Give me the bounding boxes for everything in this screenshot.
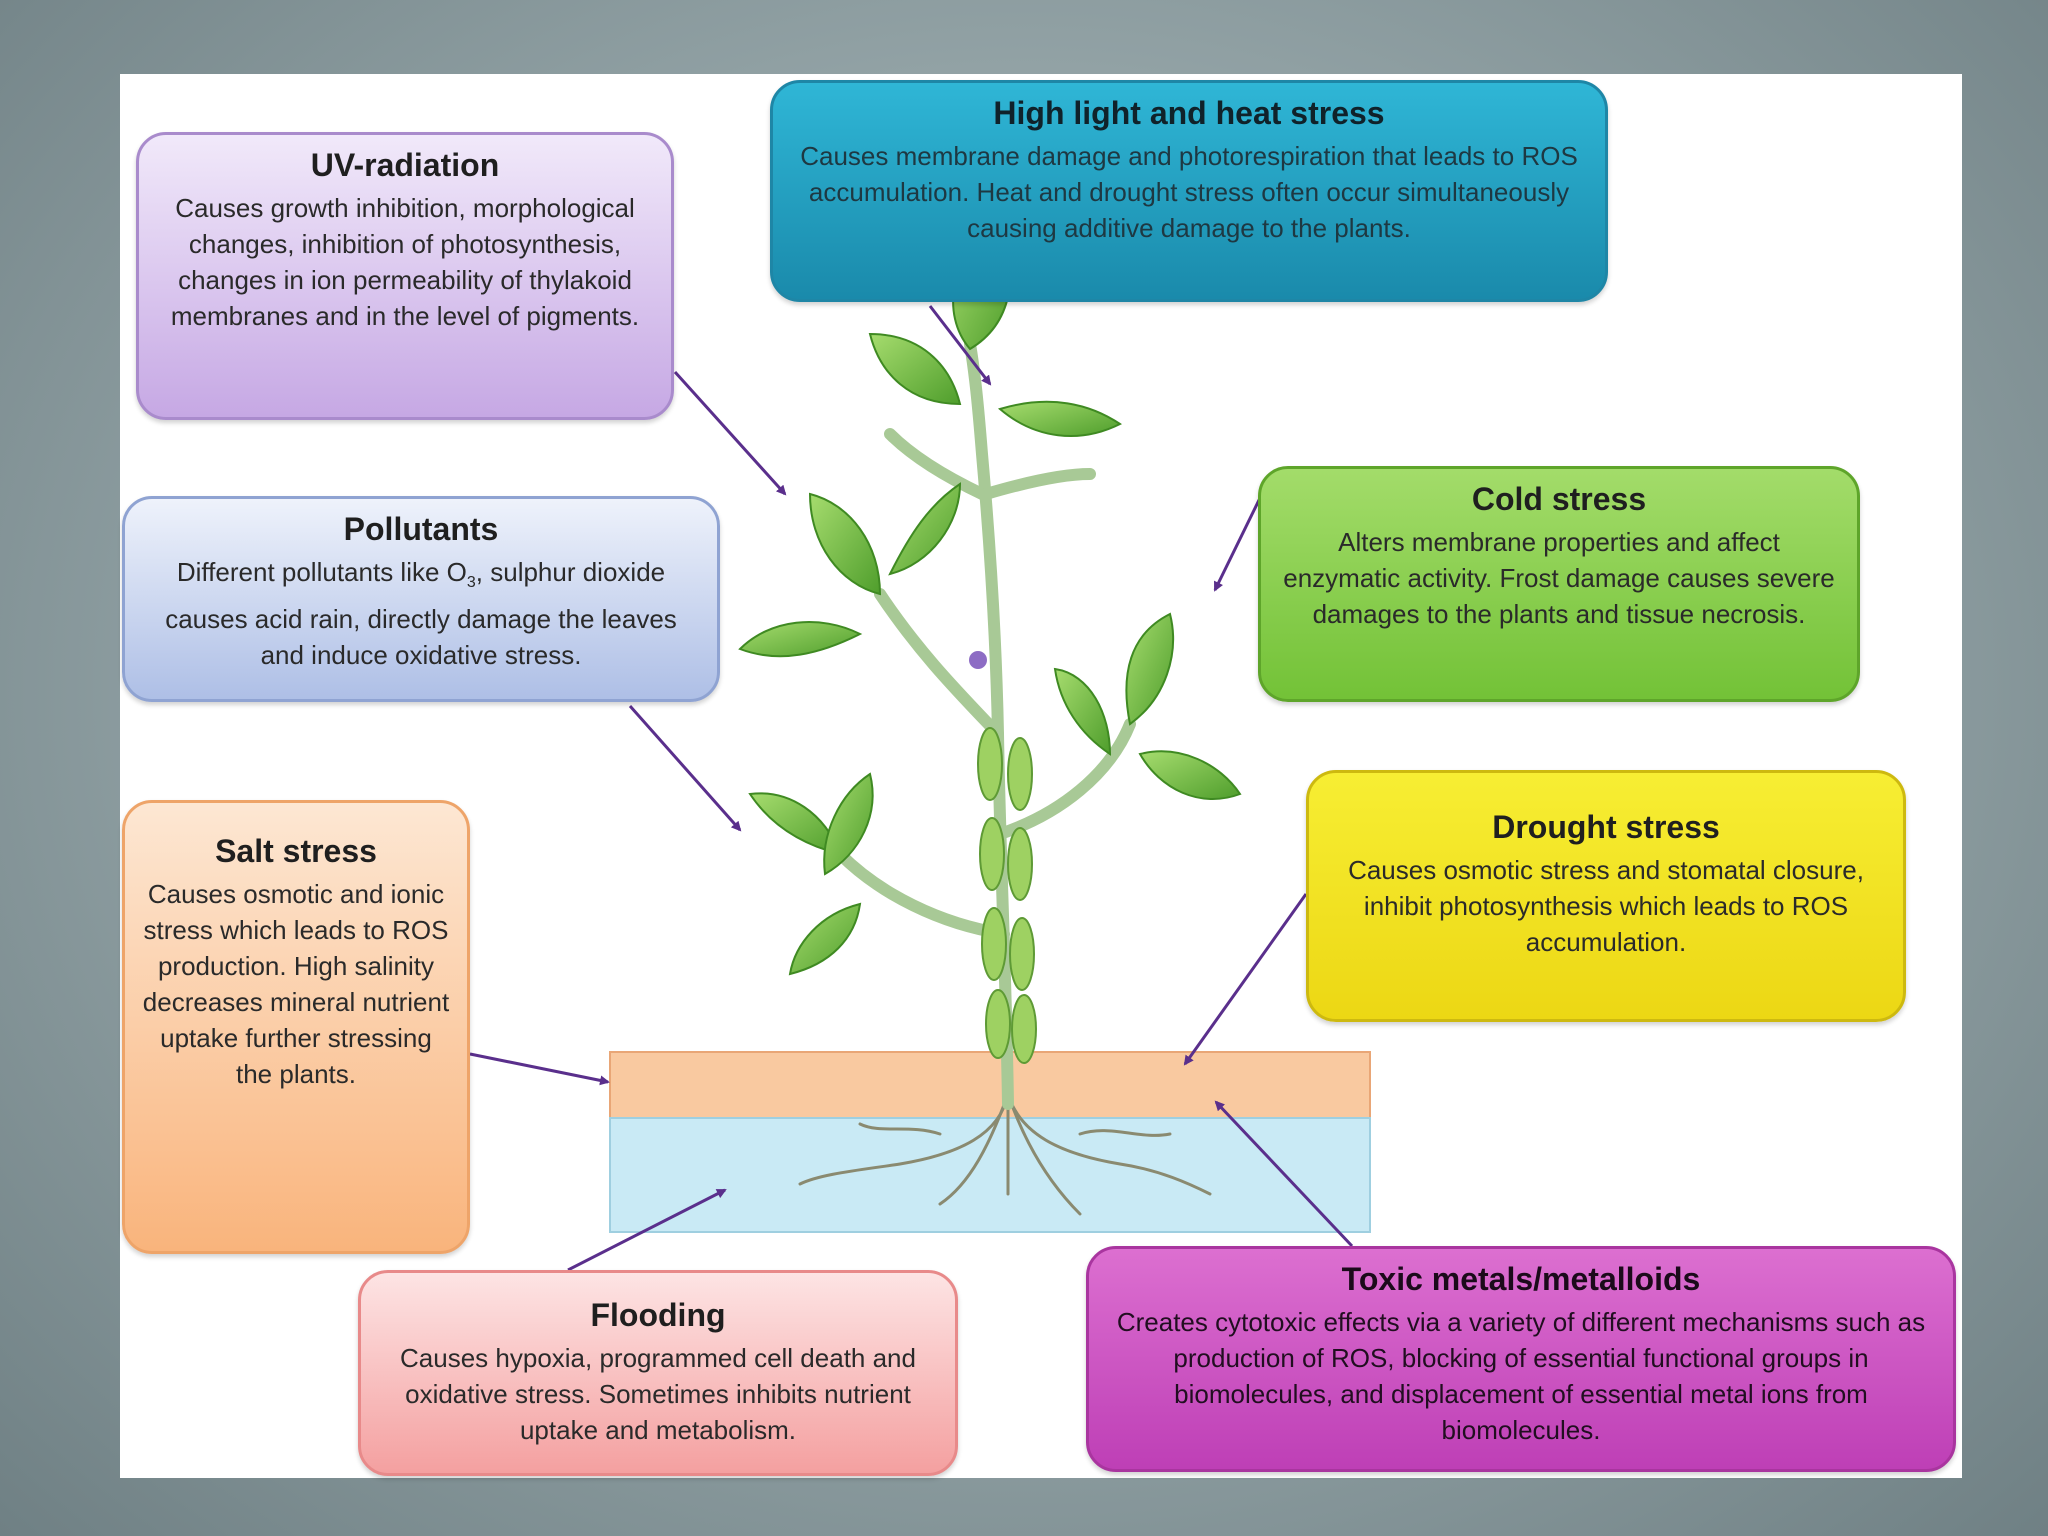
- drought-stress-title: Drought stress: [1492, 809, 1720, 845]
- heat-stress-text: Causes membrane damage and photorespirat…: [800, 141, 1578, 243]
- toxic-metals-box: Toxic metals/metalloids Creates cytotoxi…: [1086, 1246, 1956, 1472]
- flower: [969, 651, 987, 669]
- arrow-metals: [1214, 1100, 1354, 1248]
- toxic-metals-text: Creates cytotoxic effects via a variety …: [1116, 1307, 1926, 1445]
- uv-radiation-text: Causes growth inhibition, morphological …: [170, 193, 640, 331]
- salt-stress-box: Salt stress Causes osmotic and ionic str…: [122, 800, 470, 1254]
- arrow-drought: [1183, 893, 1308, 1066]
- stress-arrows: [469, 305, 1354, 1272]
- uv-radiation-title: UV-radiation: [310, 147, 500, 183]
- diagram-card: UV-radiation Causes growth inhibition, m…: [120, 74, 1962, 1478]
- salt-stress-title: Salt stress: [215, 833, 377, 869]
- toxic-metals-title: Toxic metals/metalloids: [1341, 1261, 1701, 1297]
- flooding-box: Flooding Causes hypoxia, programmed cell…: [358, 1270, 958, 1476]
- drought-stress-text: Causes osmotic stress and stomatal closu…: [1348, 855, 1864, 957]
- flooding-text: Causes hypoxia, programmed cell death an…: [400, 1343, 916, 1445]
- heat-stress-box: High light and heat stress Causes membra…: [770, 80, 1608, 302]
- pollutants-title: Pollutants: [343, 511, 499, 547]
- arrow-salt: [469, 1052, 610, 1086]
- pollutants-text: Different pollutants like O3, sulphur di…: [165, 557, 677, 671]
- cold-stress-text: Alters membrane properties and affect en…: [1283, 527, 1835, 629]
- cold-stress-title: Cold stress: [1471, 481, 1647, 517]
- arrow-cold: [1213, 497, 1262, 592]
- heat-stress-title: High light and heat stress: [993, 95, 1385, 131]
- seed-pods: [977, 727, 1037, 1064]
- salt-stress-text: Causes osmotic and ionic stress which le…: [142, 879, 450, 1089]
- drought-stress-box: Drought stress Causes osmotic stress and…: [1306, 770, 1906, 1022]
- arrow-heat: [928, 305, 992, 386]
- roots: [798, 1092, 1212, 1216]
- uv-radiation-box: UV-radiation Causes growth inhibition, m…: [136, 132, 674, 420]
- soil-layer: [609, 1051, 1371, 1119]
- flooding-title: Flooding: [590, 1297, 726, 1333]
- pollutants-box: Pollutants Different pollutants like O3,…: [122, 496, 720, 702]
- arrow-flooding: [567, 1188, 727, 1272]
- cold-stress-box: Cold stress Alters membrane properties a…: [1258, 466, 1860, 702]
- arrow-pollutants: [628, 705, 742, 832]
- arrow-uv: [673, 370, 787, 496]
- plant-illustration: [469, 220, 1371, 1272]
